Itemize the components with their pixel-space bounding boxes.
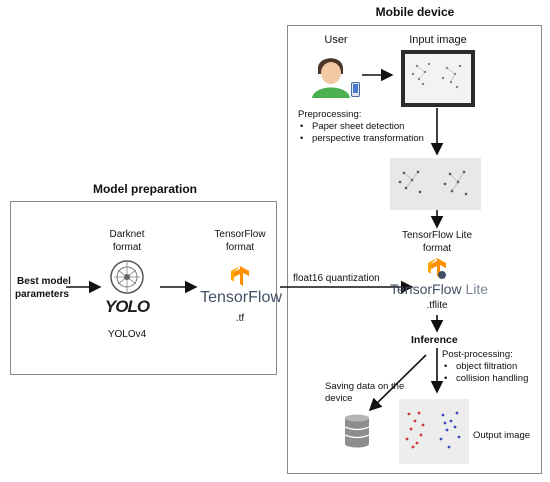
- tensorflow-wordmark: TensorFlow: [200, 289, 282, 306]
- saving-data-label-line2: device: [325, 393, 353, 404]
- preprocessing-list: Paper sheet detection perspective transf…: [298, 121, 424, 145]
- float16-quantization-label: float16 quantization: [293, 273, 380, 284]
- saving-data-label-line1: Saving data on the: [325, 381, 405, 392]
- postprocessing-item: object filtration: [442, 361, 528, 373]
- tf-extension-label: .tf: [235, 313, 245, 324]
- model-preparation-title: Model preparation: [92, 182, 197, 196]
- tflite-extension-label: .tflite: [426, 300, 448, 311]
- user-avatar-icon: [312, 58, 350, 98]
- darknet-logo-icon: [110, 260, 144, 294]
- postprocessing-title: Post-processing:: [442, 349, 513, 360]
- tflite-wordmark-tensorflow: TensorFlow: [390, 281, 462, 297]
- input-image-photo: [401, 50, 475, 107]
- output-image: [399, 399, 469, 464]
- preprocessing-item: Paper sheet detection: [298, 121, 424, 133]
- mobile-device-title: Mobile device: [375, 5, 455, 19]
- phone-icon: [351, 82, 360, 97]
- tensorflow-logo-icon: [231, 266, 249, 286]
- postprocessing-list: object filtration collision handling: [442, 361, 528, 385]
- postprocessing-item: collision handling: [442, 373, 528, 385]
- tensorflow-format-label-line2: format: [225, 242, 255, 253]
- preprocessing-title: Preprocessing:: [298, 109, 362, 120]
- tflite-wordmark: TensorFlow Lite: [390, 281, 488, 297]
- best-model-label-line2: parameters: [15, 289, 69, 300]
- yolo-logo: YOLO: [104, 297, 150, 316]
- best-model-label-line1: Best model: [17, 276, 71, 287]
- model-preparation-panel: [10, 201, 277, 375]
- tensorflow-format-label-line1: TensorFlow: [214, 229, 266, 240]
- user-label: User: [324, 34, 348, 46]
- tflite-format-label-line1: TensorFlow Lite: [401, 230, 473, 241]
- preprocessed-image: [390, 158, 481, 210]
- input-image-label: Input image: [409, 34, 467, 46]
- darknet-format-label-line2: format: [112, 242, 142, 253]
- arrow-inference-to-database: [368, 354, 427, 412]
- darknet-format-label-line1: Darknet: [109, 229, 145, 240]
- output-image-label: Output image: [473, 430, 531, 441]
- yolov4-label: YOLOv4: [107, 329, 147, 340]
- tflite-format-label-line2: format: [422, 243, 452, 254]
- tflite-wordmark-lite: Lite: [465, 281, 489, 297]
- preprocessing-item: perspective transformation: [298, 133, 424, 145]
- database-icon: [344, 414, 370, 448]
- tflite-logo-icon: [428, 258, 446, 279]
- inference-label: Inference: [411, 334, 458, 346]
